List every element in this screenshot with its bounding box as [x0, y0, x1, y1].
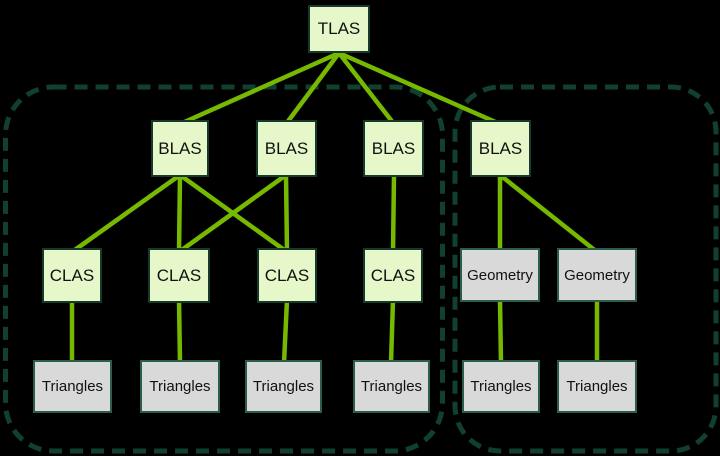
edge-tlas-blas2: [284, 51, 341, 126]
node-geometry-2: Geometry: [557, 248, 637, 302]
edge-blas3-clas4: [390, 174, 397, 253]
edge-blas1-clas2: [176, 174, 183, 253]
node-triangles-2: Triangles: [140, 360, 220, 413]
node-clas-4: CLAS: [363, 248, 423, 303]
edges-to-triangles: [69, 299, 600, 364]
node-geometry-1: Geometry: [460, 248, 540, 302]
node-blas-2: BLAS: [256, 120, 317, 177]
node-clas-2: CLAS: [148, 248, 210, 303]
edge-blas1-clas1: [70, 173, 182, 254]
edge-blas2-clas3: [283, 174, 290, 253]
edges-blas-geometry: [497, 173, 599, 254]
node-clas-3: CLAS: [257, 248, 317, 303]
node-tlas: TLAS: [308, 5, 370, 53]
node-clas-1: CLAS: [42, 248, 102, 303]
group-outline-left: [3, 84, 445, 454]
node-triangles-4: Triangles: [353, 360, 430, 413]
node-triangles-3: Triangles: [245, 360, 322, 413]
edge-blas2-clas2: [177, 173, 288, 254]
edge-clas4-triangles4: [388, 299, 396, 364]
edge-tlas-blas3: [337, 51, 396, 126]
node-blas-1: BLAS: [151, 120, 209, 177]
group-outline-right: [452, 84, 719, 454]
edge-clas3-triangles3: [281, 299, 290, 364]
node-blas-4: BLAS: [470, 120, 531, 177]
edge-blas4-geometry2: [498, 173, 599, 254]
edge-geometry1-triangles5: [497, 299, 504, 364]
edge-tlas-blas4: [338, 50, 501, 127]
edge-clas2-triangles2: [176, 299, 183, 364]
node-triangles-1: Triangles: [33, 360, 112, 413]
node-blas-3: BLAS: [363, 120, 424, 177]
edges-tlas-blas: [179, 50, 501, 127]
edge-tlas-blas1: [179, 50, 340, 127]
node-triangles-6: Triangles: [557, 360, 637, 413]
edges-blas-clas: [70, 173, 397, 254]
node-triangles-5: Triangles: [462, 360, 540, 413]
